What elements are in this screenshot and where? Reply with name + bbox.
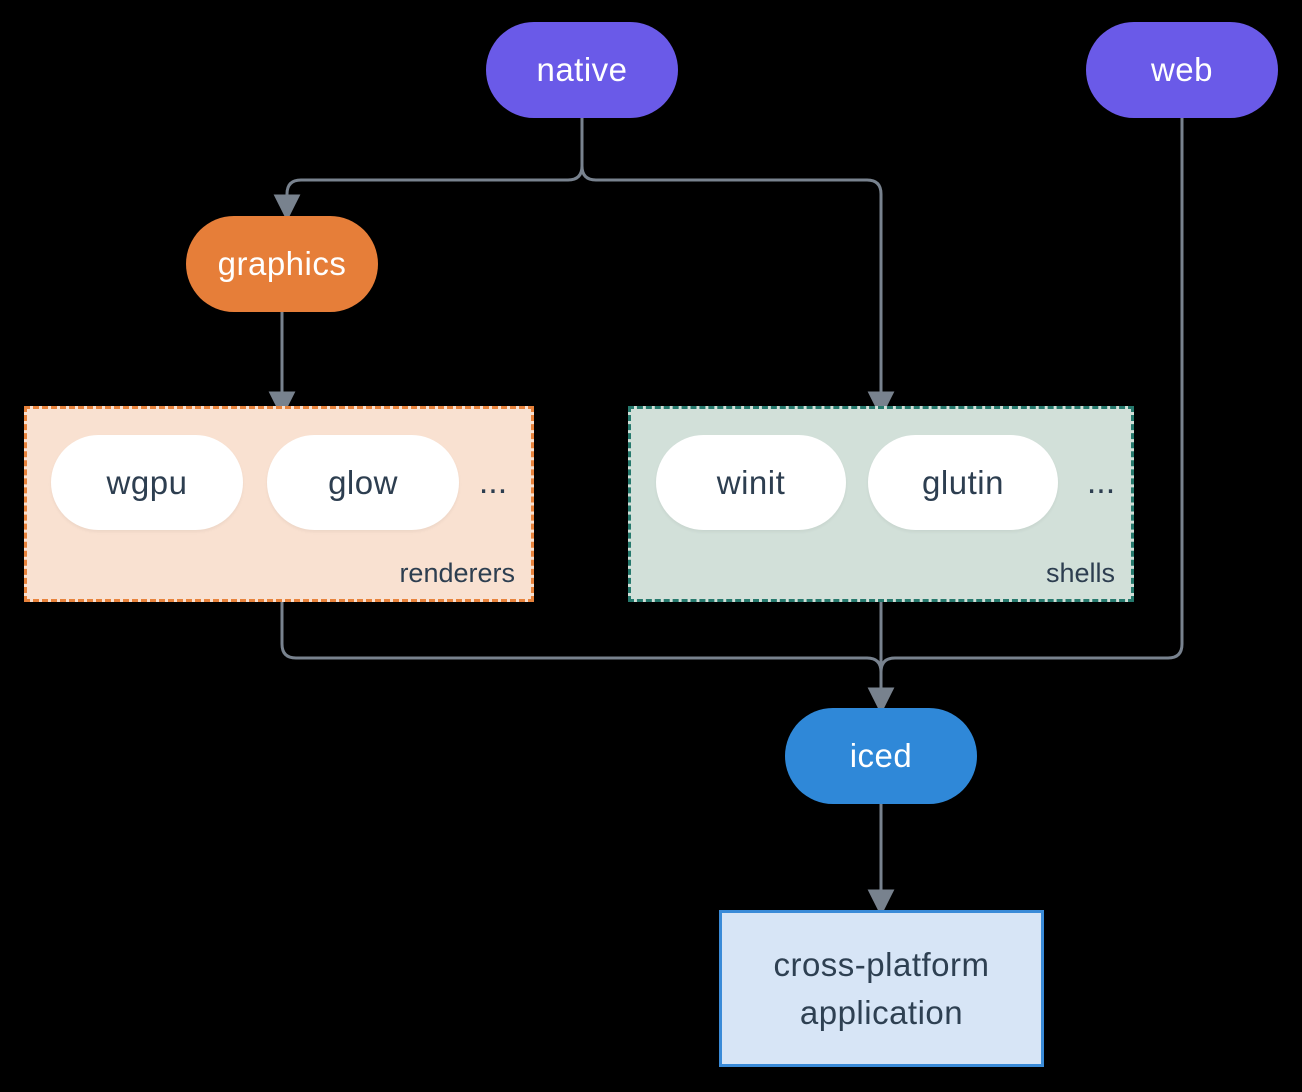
node-web-label: web — [1150, 51, 1214, 88]
node-glow-label: glow — [328, 463, 398, 501]
node-glow: glow — [267, 435, 459, 530]
node-winit-label: winit — [716, 463, 786, 501]
node-cross-platform-application: cross-platform application — [719, 910, 1044, 1067]
shells-group-label: shells — [1045, 558, 1115, 588]
node-winit: winit — [656, 435, 846, 530]
group-renderers: wgpu glow ... renderers — [24, 406, 534, 602]
renderers-group-label: renderers — [399, 558, 515, 588]
node-graphics: graphics — [186, 216, 378, 312]
edge-web-iced — [879, 118, 1184, 673]
group-shells: winit glutin ... shells — [628, 406, 1134, 602]
shells-ellipsis: ... — [1086, 463, 1116, 501]
application-label-line2: application — [799, 993, 964, 1031]
renderers-ellipsis: ... — [478, 463, 508, 501]
application-label-line1: cross-platform — [773, 945, 990, 983]
node-native-label: native — [536, 51, 628, 88]
node-web: web — [1086, 22, 1278, 118]
node-glutin: glutin — [868, 435, 1058, 530]
node-iced: iced — [785, 708, 977, 804]
node-native: native — [486, 22, 678, 118]
node-wgpu-label: wgpu — [106, 463, 188, 501]
node-graphics-label: graphics — [217, 245, 347, 282]
node-iced-label: iced — [849, 737, 913, 774]
edge-native-shells — [580, 118, 895, 419]
node-wgpu: wgpu — [51, 435, 243, 530]
edge-native-graphics — [273, 118, 584, 222]
node-glutin-label: glutin — [922, 463, 1004, 501]
edge-renderers-iced — [280, 602, 883, 673]
